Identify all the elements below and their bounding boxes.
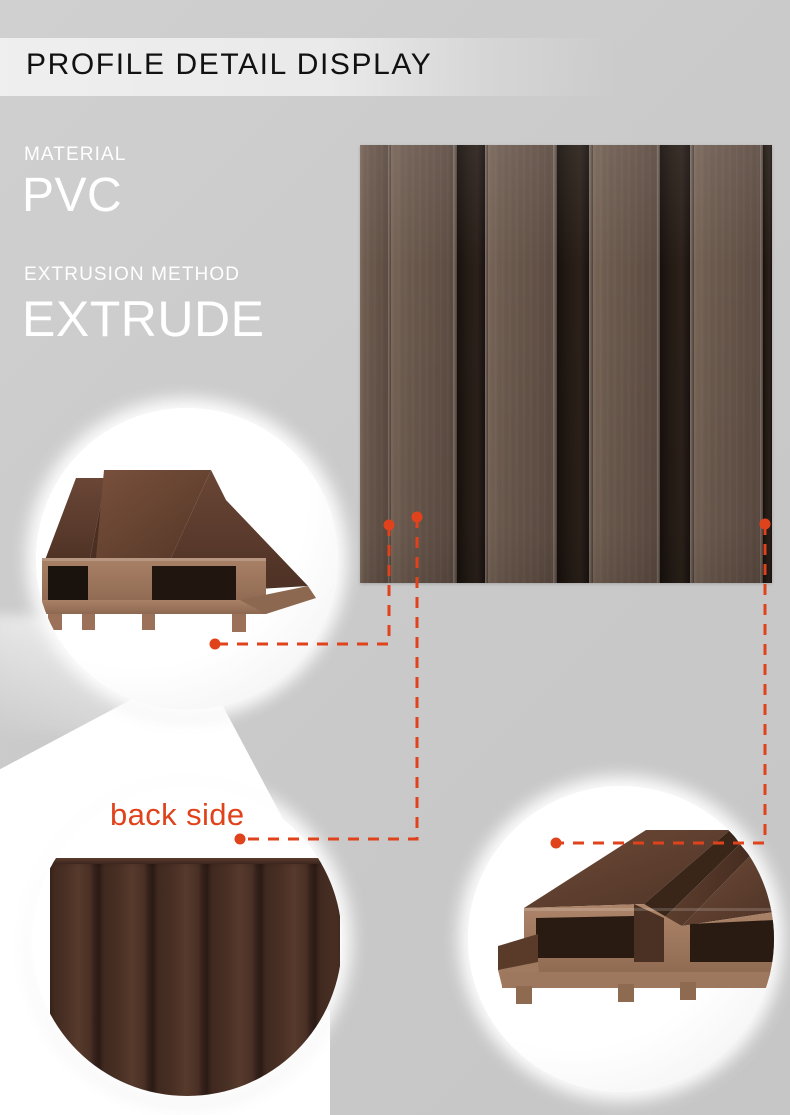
callout-label-back-side: back side — [110, 797, 245, 832]
panel-slat-edge-13 — [690, 145, 694, 583]
callout-cross-section — [36, 408, 338, 710]
panel-slat-groove-16 — [763, 145, 772, 583]
spec-label-extrusion-method: EXTRUSION METHOD — [24, 264, 241, 285]
panel-slat-face-6 — [488, 145, 553, 583]
panel-slat-edge-7 — [553, 145, 557, 583]
panel-slat-edge-5 — [485, 145, 488, 583]
panel-back-ribs — [50, 858, 340, 1096]
panel-slat-face-14 — [694, 145, 760, 583]
panel-back-top-edge — [50, 858, 340, 864]
panel-slat-face-10 — [593, 145, 657, 583]
spec-label-material: MATERIAL — [24, 144, 127, 165]
wall-panel-photo — [360, 145, 772, 583]
panel-slat-face-2 — [391, 145, 453, 583]
title-banner — [0, 38, 790, 96]
panel-slat-groove-8 — [557, 145, 589, 583]
page-title: PROFILE DETAIL DISPLAY — [26, 48, 433, 81]
callout-perspective — [468, 786, 774, 1092]
panel-slat-face-0 — [360, 145, 388, 583]
cross-section-illustration — [42, 470, 316, 632]
perspective-illustration — [498, 830, 774, 1004]
spec-value-extrusion-method: EXTRUDE — [22, 291, 265, 347]
panel-slat-edge-1 — [388, 145, 391, 583]
panel-slat-groove-12 — [660, 145, 690, 583]
panel-slat-groove-4 — [457, 145, 485, 583]
panel-slat-edge-3 — [453, 145, 457, 583]
panel-slat-edge-11 — [657, 145, 660, 583]
panel-slat-edge-9 — [589, 145, 593, 583]
spec-value-material: PVC — [22, 169, 123, 222]
panel-slat-edge-15 — [760, 145, 763, 583]
